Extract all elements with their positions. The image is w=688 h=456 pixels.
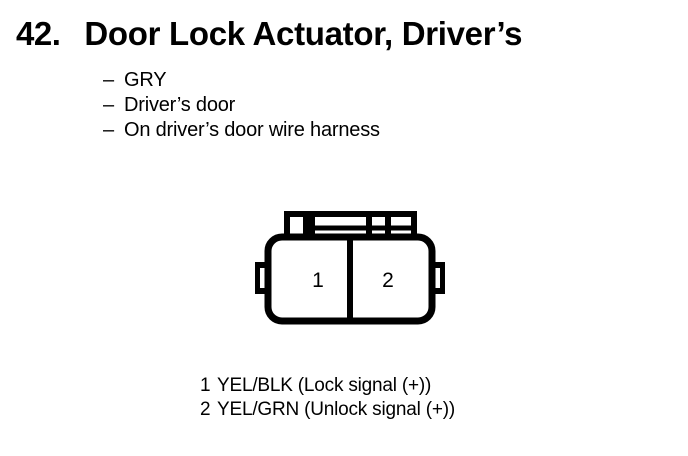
pin-legend: 1 YEL/BLK (Lock signal (+)) 2 YEL/GRN (Unl… bbox=[200, 374, 455, 422]
list-item-label: GRY bbox=[124, 69, 167, 91]
pin-number-2: 2 bbox=[382, 269, 394, 292]
entry-title: Door Lock Actuator, Driver’s bbox=[84, 15, 523, 52]
connector-diagram: 1 2 bbox=[255, 210, 445, 325]
dash-icon: – bbox=[103, 94, 114, 116]
dash-icon: – bbox=[103, 119, 114, 141]
pin-number-1: 1 bbox=[312, 269, 324, 292]
legend-pin-description: YEL/GRN (Unlock signal (+)) bbox=[217, 399, 455, 420]
legend-row: 2 YEL/GRN (Unlock signal (+)) bbox=[200, 398, 455, 422]
legend-row: 1 YEL/BLK (Lock signal (+)) bbox=[200, 374, 455, 398]
entry-number: 42. bbox=[16, 15, 61, 52]
list-item: –Driver’s door bbox=[103, 93, 380, 118]
list-item: –On driver’s door wire harness bbox=[103, 118, 380, 143]
dash-icon: – bbox=[103, 69, 114, 91]
legend-pin-number: 1 bbox=[200, 375, 211, 396]
list-item-label: On driver’s door wire harness bbox=[124, 119, 380, 141]
legend-pin-description: YEL/BLK (Lock signal (+)) bbox=[217, 375, 432, 396]
legend-pin-number: 2 bbox=[200, 399, 211, 420]
detail-list: –GRY –Driver’s door –On driver’s door wi… bbox=[103, 68, 380, 143]
list-item: –GRY bbox=[103, 68, 380, 93]
list-item-label: Driver’s door bbox=[124, 94, 236, 116]
page-title: 42. Door Lock Actuator, Driver’s bbox=[16, 15, 523, 52]
